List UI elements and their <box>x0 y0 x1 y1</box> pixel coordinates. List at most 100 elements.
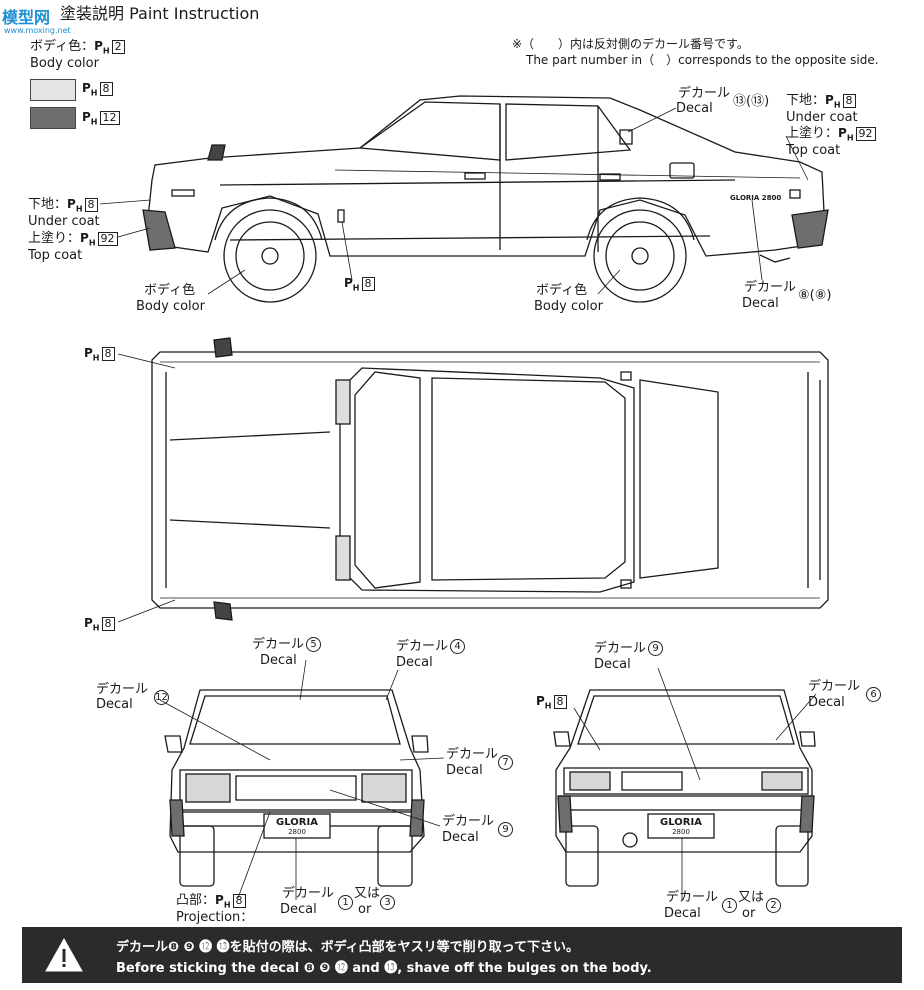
side-wheel-right-jp: ボディ色 <box>536 283 588 298</box>
top-view-car <box>151 337 829 621</box>
front-plate-line1: GLORIA <box>276 817 318 828</box>
front-projection-code: 8 <box>232 893 246 908</box>
top-code-lower-value: 8 <box>101 616 115 631</box>
front-decal5-jp: デカール <box>252 637 305 652</box>
rear-decal6-jp: デカール <box>808 679 861 694</box>
top-code-upper-value: 8 <box>101 346 115 361</box>
rear-plate-num2: 2 <box>766 898 781 913</box>
rear-view-leaders <box>573 667 817 900</box>
side-top-left-code: 92 <box>97 231 118 246</box>
page-title: 塗装説明 Paint Instruction <box>60 5 259 23</box>
rear-plate-decal-en: Decal <box>664 906 701 921</box>
front-decal12-en: Decal <box>96 697 133 712</box>
side-emblem: GLORIA 2800 <box>730 194 782 202</box>
front-decal9-jp: デカール <box>442 814 495 829</box>
side-decal8-en: Decal <box>742 296 779 311</box>
legend-swatch2-code: 12 <box>99 110 120 125</box>
side-decal8-jp: デカール <box>744 280 797 295</box>
front-projection-jp: 凸部： <box>176 893 216 908</box>
front-decal9: デカール <box>442 814 494 829</box>
side-under-left-jp: 下地： <box>28 197 68 212</box>
side-view-car <box>142 95 829 303</box>
front-plate-or-en: or <box>358 902 372 917</box>
front-decal9-num: 9 <box>498 822 513 837</box>
front-decal4-jp: デカール <box>396 639 449 654</box>
legend-swatch-light <box>30 79 76 101</box>
front-decal12-jp: デカール <box>96 682 149 697</box>
front-plate-num2: 3 <box>380 895 395 910</box>
page-title-jp: 塗装説明 <box>60 4 125 23</box>
front-plate-decal-jp: デカール <box>282 886 335 901</box>
side-decal13-num: ⑬(⑬) <box>733 94 770 109</box>
front-plate-line2: 2800 <box>288 828 306 836</box>
watermark-text: 模型网 <box>2 8 51 27</box>
note-jp: ※（ ）内は反対側のデカール番号です。 <box>512 37 749 51</box>
rear-decal9-en: Decal <box>594 657 631 672</box>
page-title-en: Paint Instruction <box>129 4 260 23</box>
side-under-right-jp: 下地： <box>786 93 826 108</box>
side-decal13-en: Decal <box>676 101 713 116</box>
side-wheel-left-jp: ボディ色 <box>144 283 196 298</box>
top-view-leaders <box>117 353 176 623</box>
rear-decal9-jp: デカール <box>594 641 647 656</box>
warning-bar: デカール❽ ❾ ⓬ ⓭を貼付の際は、ボディ凸部をヤスリ等で削り取って下さい。 B… <box>22 927 902 983</box>
rear-plate-text: GLORIA 2800 <box>650 817 712 836</box>
rear-decal6-en: Decal <box>808 695 845 710</box>
rear-plate-line2: 2800 <box>672 828 690 836</box>
warning-jp: デカール❽ ❾ ⓬ ⓭を貼付の際は、ボディ凸部をヤスリ等で削り取って下さい。 <box>116 940 580 955</box>
side-top-right-jp: 上塗り： <box>786 126 839 141</box>
rear-code-value: 8 <box>553 694 567 709</box>
rear-plate-or-jp: 又は <box>738 890 765 905</box>
legend-swatch-dark <box>30 107 76 129</box>
front-decal7-num: 7 <box>498 755 513 770</box>
warning-icon <box>45 937 83 972</box>
watermark-sub: www.moxing.net <box>4 26 71 35</box>
front-decal9-en: Decal <box>442 830 479 845</box>
side-top-right-code: 92 <box>855 126 876 141</box>
watermark-logo: 模型网 www.moxing.net <box>0 0 80 40</box>
front-decal12-num: 12 <box>154 690 169 705</box>
side-wheel-left-en: Body color <box>136 299 205 314</box>
rear-decal9-num: 9 <box>648 641 664 656</box>
side-under-right-en: Under coat <box>786 110 858 125</box>
side-decal13-jp: デカール <box>678 86 731 101</box>
rear-plate-or-en: or <box>742 906 756 921</box>
front-plate-text: GLORIA 2800 <box>266 817 328 836</box>
legend-body-color-jp: ボディ色： <box>30 39 95 54</box>
side-view-leaders <box>99 107 809 295</box>
rear-decal6: デカール <box>808 679 860 694</box>
front-decal5-num: 5 <box>306 637 322 652</box>
legend-body-color-code: 2 <box>111 39 125 54</box>
front-plate-or-jp: 又は <box>354 886 381 901</box>
front-decal7: デカール <box>446 747 498 762</box>
front-decal7-en: Decal <box>446 763 483 778</box>
front-decal7-jp: デカール <box>446 747 499 762</box>
rear-plate-line1: GLORIA <box>660 817 702 828</box>
legend-swatch1-code: 8 <box>99 81 113 96</box>
front-view-leaders <box>159 659 445 900</box>
front-decal4-num: 4 <box>450 639 466 654</box>
front-decal12: デカール <box>96 682 148 697</box>
front-plate-num1: 1 <box>338 895 353 910</box>
front-decal4-en: Decal <box>396 655 433 670</box>
side-top-left-en: Top coat <box>28 248 83 263</box>
rear-decal6-num: 6 <box>866 687 881 702</box>
legend-body-color-en: Body color <box>30 56 99 71</box>
side-top-right-en: Top coat <box>786 143 841 158</box>
front-projection-en: Projection： <box>176 910 254 925</box>
side-under-right-code: 8 <box>842 93 856 108</box>
rear-view-car <box>553 689 816 887</box>
